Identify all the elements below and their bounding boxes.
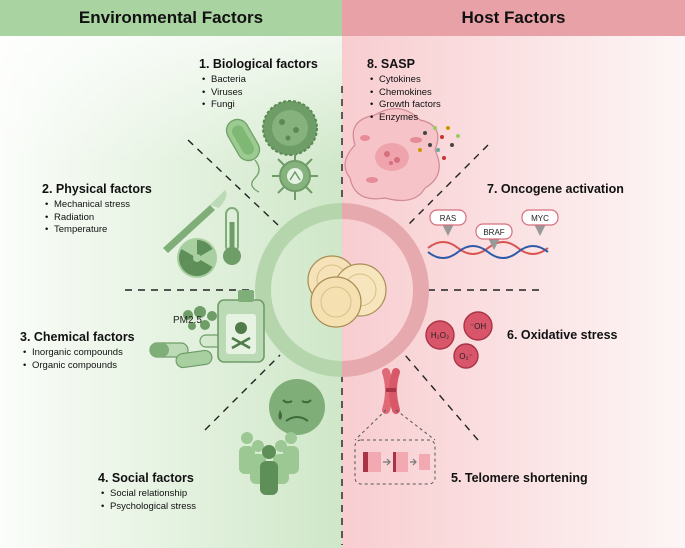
oncogene-section: 7. Oncogene activation xyxy=(487,182,624,199)
biological-title: 1. Biological factors xyxy=(199,57,318,71)
telomere-section: 5. Telomere shortening xyxy=(451,471,588,488)
pm25-particles xyxy=(183,306,217,330)
thermometer-icon xyxy=(223,207,241,265)
oncogene-markers xyxy=(442,224,546,250)
social-factors: 4. Social factors Social relationship Ps… xyxy=(98,471,196,513)
secreted-factors xyxy=(418,126,460,160)
senescent-cells xyxy=(307,255,387,328)
telomere-zoom-lines xyxy=(354,409,436,485)
ring-green-half xyxy=(255,203,343,377)
physical-item: Mechanical stress xyxy=(45,199,152,212)
braf-label: BRAF xyxy=(483,228,504,237)
chromosome-icon xyxy=(382,368,400,414)
telomere-shortening-icon xyxy=(363,452,430,472)
ros-h2o2: H₂O₂ xyxy=(425,320,455,350)
sasp-item: Chemokines xyxy=(370,87,441,100)
social-title: 4. Social factors xyxy=(98,471,194,485)
env-factors-header: Environmental Factors xyxy=(78,8,264,27)
host-factors-header: Host Factors xyxy=(461,8,566,27)
social-item: Psychological stress xyxy=(101,501,196,514)
oxidative-title: 6. Oxidative stress xyxy=(507,328,618,342)
host-header-bar xyxy=(342,0,685,36)
chemical-item: Organic compounds xyxy=(23,360,135,373)
sasp-item: Growth factors xyxy=(370,99,441,112)
biological-item: Bacteria xyxy=(202,74,318,87)
myc-tag: MYC xyxy=(521,209,559,226)
svg-text:H₂O₂: H₂O₂ xyxy=(431,331,449,340)
svg-text:O₂⁻: O₂⁻ xyxy=(459,352,473,361)
ras-tag: RAS xyxy=(429,209,467,226)
sad-face-icon xyxy=(269,379,325,435)
oxidative-section: 6. Oxidative stress xyxy=(507,328,617,345)
sasp-cell-icon xyxy=(344,108,440,201)
pills-icon xyxy=(149,334,223,369)
people-icon xyxy=(239,432,299,495)
fungi-icon xyxy=(262,100,318,156)
chemical-item: Inorganic compounds xyxy=(23,347,135,360)
ros-hydroxyl: ⁻OH xyxy=(463,311,493,341)
physical-item: Temperature xyxy=(45,224,152,237)
physical-item: Radiation xyxy=(45,212,152,225)
myc-label: MYC xyxy=(531,214,549,223)
telomere-title: 5. Telomere shortening xyxy=(451,471,588,485)
social-item: Social relationship xyxy=(101,488,196,501)
dashed-dividers xyxy=(125,86,545,545)
ring-pink-half xyxy=(341,203,429,377)
sasp-item: Enzymes xyxy=(370,112,441,125)
env-header-bar xyxy=(0,0,342,36)
biological-item: Fungi xyxy=(202,99,318,112)
pm25-label: PM2.5 xyxy=(173,315,202,326)
chemical-title: 3. Chemical factors xyxy=(20,330,135,344)
sasp-section: 8. SASP Cytokines Chemokines Growth fact… xyxy=(367,57,441,124)
toxic-container-icon xyxy=(217,290,265,363)
ros-superoxide: O₂⁻ xyxy=(453,343,479,369)
physical-title: 2. Physical factors xyxy=(42,182,152,196)
physical-factors: 2. Physical factors Mechanical stress Ra… xyxy=(42,182,152,237)
scalpel-icon xyxy=(163,190,227,253)
biological-item: Viruses xyxy=(202,87,318,100)
svg-text:⁻OH: ⁻OH xyxy=(470,322,486,331)
braf-tag: BRAF xyxy=(475,223,513,240)
bacteria-icon xyxy=(225,118,261,193)
oncogene-title: 7. Oncogene activation xyxy=(487,182,624,196)
virus-icon xyxy=(272,153,318,200)
sasp-item: Cytokines xyxy=(370,74,441,87)
chemical-factors: 3. Chemical factors Inorganic compounds … xyxy=(20,330,135,372)
ras-label: RAS xyxy=(440,214,456,223)
radiation-icon xyxy=(177,238,217,278)
sasp-title: 8. SASP xyxy=(367,57,415,71)
dna-strand-icon xyxy=(427,241,549,259)
biological-factors: 1. Biological factors Bacteria Viruses F… xyxy=(199,57,318,112)
